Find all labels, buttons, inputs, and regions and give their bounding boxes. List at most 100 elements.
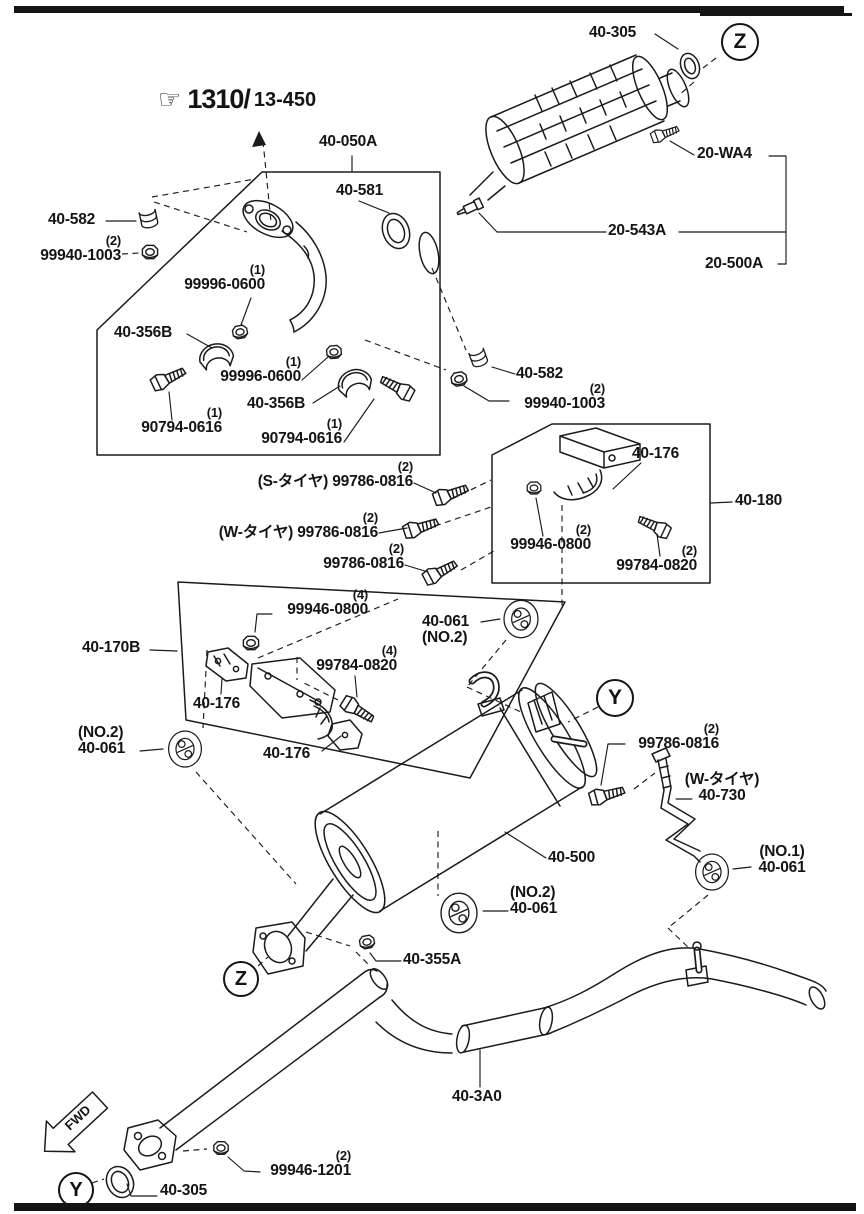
callout-part-number: 40-050A — [319, 133, 378, 150]
callout-part-number: 99946-0800 — [287, 600, 368, 618]
callout-40-500: 40-500 — [548, 849, 596, 866]
callout-40-730: (W-タイヤ)40-730 — [684, 771, 760, 804]
callout-part-number: (NO.2) — [510, 884, 556, 901]
callout-quantity: (2) — [362, 510, 378, 525]
callout-part-number: 40-170B — [82, 639, 141, 656]
callout-part-number: 99996-0600 — [184, 275, 265, 293]
part-mount-bolts — [401, 479, 471, 588]
callout-40-305-top: 40-305 — [589, 24, 637, 41]
callout-quantity: (4) — [352, 587, 368, 602]
callout-part-number: 99940-1003 — [40, 246, 121, 264]
part-bracket-group-40-180 — [491, 423, 711, 584]
callout-part-number: 40-061 — [78, 740, 126, 758]
zone-marker-z-top: Z — [721, 23, 759, 61]
callout-quantity: (4) — [381, 643, 397, 658]
callout-part-number: 99946-0800 — [510, 535, 591, 553]
callout-40-050a: 40-050A — [319, 133, 378, 150]
part-muffler — [252, 671, 598, 975]
callout-99784-0820-r: (2)99784-0820 — [616, 544, 697, 574]
page-edge-top — [14, 6, 844, 13]
callout-part-number: 40-500 — [548, 849, 596, 866]
callout-quantity: (2) — [105, 233, 121, 248]
callout-part-number: 40-180 — [735, 492, 783, 509]
callout-20-500a: 20-500A — [705, 255, 764, 272]
callout-part-number: 99996-0600 — [220, 367, 301, 385]
cross-reference-code: 1310/ — [187, 84, 251, 114]
callout-40-061-bm: (NO.2)40-061 — [510, 884, 558, 918]
fwd-arrow: FWD — [43, 1091, 109, 1153]
cross-reference-link[interactable]: ☞ 1310/ 13-450 — [158, 86, 316, 113]
callout-40-176-r: 40-176 — [632, 445, 679, 462]
callout-part-number: 40-3A0 — [452, 1088, 502, 1105]
callout-quantity: (2) — [335, 1148, 351, 1163]
part-hanger-bracket-40-730 — [587, 747, 701, 863]
zone-marker-y-bottom: Y — [58, 1172, 94, 1208]
callout-40-061-left: (NO.2)40-061 — [78, 724, 126, 758]
callout-part-number: 40-061 — [510, 900, 558, 918]
page-edge-bottom — [14, 1203, 856, 1211]
callout-part-number: 40-176 — [193, 695, 241, 712]
callout-part-number: (NO.2) — [422, 629, 468, 647]
callout-40-356b-2: 40-356B — [247, 395, 306, 412]
callout-40-3a0: 40-3A0 — [452, 1088, 502, 1105]
callout-part-number: 90794-0616 — [141, 418, 222, 436]
callout-part-number: 40-581 — [336, 182, 384, 199]
callout-40-582-right: 40-582 — [516, 365, 564, 382]
part-spring-nut-right — [449, 347, 490, 388]
callout-part-number: 20-WA4 — [697, 145, 752, 162]
callout-40-170b: 40-170B — [82, 639, 141, 656]
callout-part-number: 40-356B — [247, 395, 306, 412]
callout-quantity: (1) — [206, 405, 222, 420]
part-spring-nut-left — [138, 208, 160, 260]
callout-90794-0616-2: (1)90794-0616 — [261, 417, 342, 447]
callout-part-number: (W-タイヤ) 99786-0816 — [218, 523, 378, 541]
callout-part-number: (NO.2) — [78, 724, 124, 741]
callout-99784-0820-l: (4)99784-0820 — [316, 644, 397, 674]
callout-part-number: 40-305 — [160, 1182, 208, 1199]
callout-99946-0800-r: (2)99946-0800 — [510, 523, 591, 553]
page-edge-top-step — [700, 13, 852, 16]
callout-part-number: 40-582 — [48, 211, 96, 228]
callout-part-number: 40-061 — [422, 613, 470, 630]
callout-quantity: (1) — [285, 354, 301, 369]
callout-20-wa4: 20-WA4 — [697, 145, 752, 162]
callout-part-number: 99940-1003 — [524, 394, 605, 412]
callout-quantity: (1) — [249, 262, 265, 277]
callout-20-543a: 20-543A — [608, 222, 667, 239]
callout-part-number: 40-582 — [516, 365, 564, 382]
callout-part-number: 20-543A — [608, 222, 667, 239]
callout-quantity: (2) — [703, 721, 719, 736]
callout-99786-0816-w: (2)(W-タイヤ) 99786-0816 — [219, 511, 378, 541]
callout-40-356b-1: 40-356B — [114, 324, 172, 341]
callout-part-number: (S-タイヤ) 99786-0816 — [257, 472, 414, 490]
pointing-hand-icon: ☞ — [158, 84, 182, 114]
callout-40-581: 40-581 — [336, 182, 384, 199]
callout-quantity: (2) — [681, 543, 697, 558]
callout-99946-1201: (2)99946-1201 — [270, 1149, 351, 1179]
callout-40-180: 40-180 — [735, 492, 783, 509]
zone-marker-y-mid: Y — [596, 679, 634, 717]
callout-99786-0816-br: (2)99786-0816 — [638, 722, 719, 752]
callout-part-number: 40-061 — [758, 859, 806, 877]
callout-part-number: 99946-1201 — [270, 1161, 351, 1179]
callout-quantity: (2) — [589, 381, 605, 396]
callout-part-number: 99784-0820 — [316, 656, 397, 674]
dashed-assembly-lines — [91, 57, 717, 1184]
part-middle-and-tail-pipe — [105, 941, 827, 1199]
callout-40-582-left: 40-582 — [48, 211, 96, 228]
part-catalytic-converter — [456, 52, 701, 216]
callout-quantity: (1) — [326, 416, 342, 431]
callout-part-number: 40-176 — [263, 745, 311, 762]
callout-quantity: (2) — [397, 459, 413, 474]
callout-part-number: 20-500A — [705, 255, 764, 272]
part-front-pipe-group — [96, 155, 441, 456]
callout-part-number: 40-305 — [589, 24, 637, 41]
fwd-label: FWD — [62, 1102, 94, 1133]
callout-part-number: (W-タイヤ) — [684, 771, 760, 788]
callout-99940-1003-left: (2)99940-1003 — [40, 234, 121, 264]
callout-40-176-b: 40-176 — [263, 745, 311, 762]
callout-99786-0816-3: (2)99786-0816 — [323, 542, 404, 572]
callout-40-061-mid: 40-061(NO.2) — [422, 613, 470, 647]
